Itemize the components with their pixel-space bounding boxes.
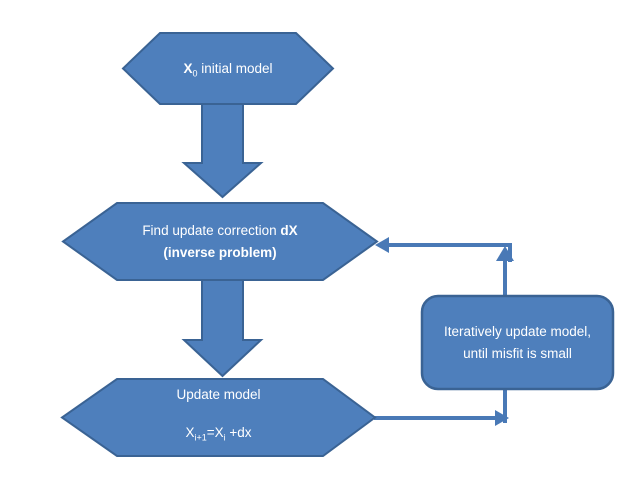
down-block-arrow-1-icon (181, 103, 264, 199)
update-model-hexagon (60, 378, 377, 457)
connector-bottom-arrowhead-icon (495, 410, 509, 426)
connector-left-arrowhead-icon (375, 237, 389, 253)
find-correction-hexagon (61, 202, 379, 281)
connector-top-elbow-line (385, 243, 512, 262)
down-block-arrow-2-icon (181, 279, 264, 378)
initial-model-hexagon (121, 32, 335, 105)
feedback-note-box (420, 294, 615, 391)
